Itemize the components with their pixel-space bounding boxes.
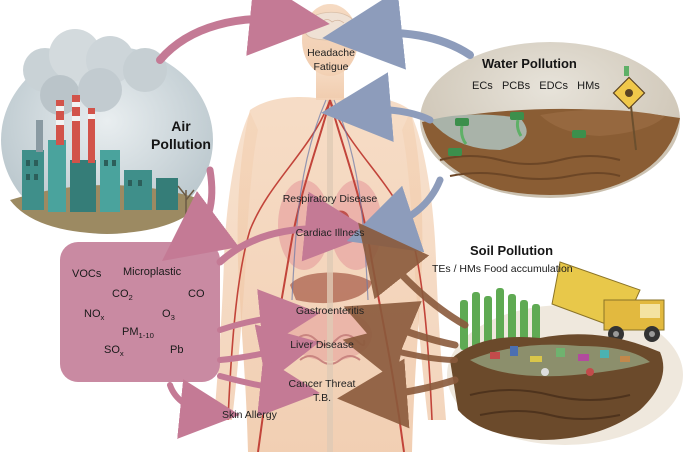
air-pollution-scene bbox=[1, 29, 213, 234]
box-to-cardiac-arrow bbox=[216, 191, 375, 266]
soil-exposure-arrows bbox=[337, 222, 469, 429]
air-to-head-arrow bbox=[156, 0, 330, 64]
pollutant-o3: O3 bbox=[162, 308, 175, 323]
water-pollutant-hms: HMs bbox=[577, 80, 600, 92]
water-pollutant-ecs: ECs bbox=[472, 80, 493, 92]
pollutant-co: CO bbox=[188, 288, 205, 300]
air-exposure-arrows bbox=[156, 0, 375, 439]
water-pollutant-list: ECs PCBs EDCs HMs bbox=[472, 80, 600, 93]
pollutant-microplastic: Microplastic bbox=[123, 266, 182, 278]
soil-pollution-scene bbox=[447, 261, 683, 445]
water-to-respiratory-arrow bbox=[321, 72, 434, 142]
cancer-threat-label: Cancer Threat bbox=[288, 378, 356, 390]
fatigue-label: Fatigue bbox=[313, 61, 349, 73]
respiratory-disease-label: Respiratory Disease bbox=[282, 193, 378, 205]
liver-disease-label: Liver Disease bbox=[290, 339, 354, 351]
cardiac-illness-label: Cardiac Illness bbox=[295, 227, 365, 239]
air-pollution-title-line1: Air bbox=[171, 118, 191, 134]
pollutant-sox: SOx bbox=[104, 344, 124, 359]
gastroenteritis-label: Gastroenteritis bbox=[295, 305, 365, 317]
soil-to-cardiac-arrow bbox=[358, 222, 469, 329]
water-pollution-title: Water Pollution bbox=[482, 56, 577, 71]
water-pollutant-pcbs: PCBs bbox=[501, 80, 531, 92]
tb-label: T.B. bbox=[312, 392, 332, 404]
water-pollutant-edcs: EDCs bbox=[539, 80, 568, 92]
air-to-box-arrow bbox=[162, 166, 240, 262]
air-pollution-title-line2: Pollution bbox=[151, 136, 211, 152]
pollutant-pm: PM1-10 bbox=[122, 326, 154, 341]
pollutant-pb: Pb bbox=[170, 344, 184, 356]
soil-pollution-title: Soil Pollution bbox=[470, 243, 554, 258]
skin-allergy-label: Skin Allergy bbox=[222, 409, 277, 421]
pollutant-vocs: VOCs bbox=[72, 268, 102, 280]
box-to-cancer-arrow bbox=[217, 357, 320, 417]
soil-pollution-subtitle: TEs / HMs Food accumulation bbox=[432, 263, 573, 275]
air-pollutant-box bbox=[60, 242, 220, 382]
pollutant-nox: NOx bbox=[84, 308, 105, 323]
headache-label: Headache bbox=[307, 47, 355, 59]
box-to-skin-arrow bbox=[167, 379, 240, 439]
box-to-liver-arrow bbox=[217, 324, 320, 384]
soil-to-cancer-arrow bbox=[337, 358, 459, 429]
soil-to-liver-arrow bbox=[342, 322, 458, 382]
box-to-gastro-arrow bbox=[217, 289, 320, 349]
water-pollution-scene bbox=[420, 42, 680, 198]
pollutant-co2: CO2 bbox=[112, 288, 133, 303]
water-to-head-arrow bbox=[322, 0, 474, 70]
